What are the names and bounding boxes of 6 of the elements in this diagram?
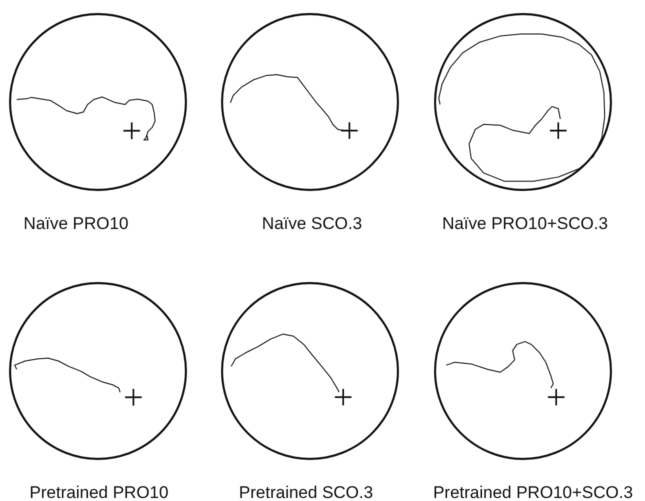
node-label: Naïve PRO10+SCO.3 — [442, 214, 608, 234]
node-label: Pretrained SCO.3 — [238, 483, 374, 501]
node-label: Naïve PRO10 — [24, 214, 128, 234]
node-label: Pretrained PRO10 — [30, 483, 168, 501]
node-label: Pretrained PRO10+SCO.3 — [433, 483, 633, 501]
node-label: Naïve SCO.3 — [262, 214, 362, 234]
